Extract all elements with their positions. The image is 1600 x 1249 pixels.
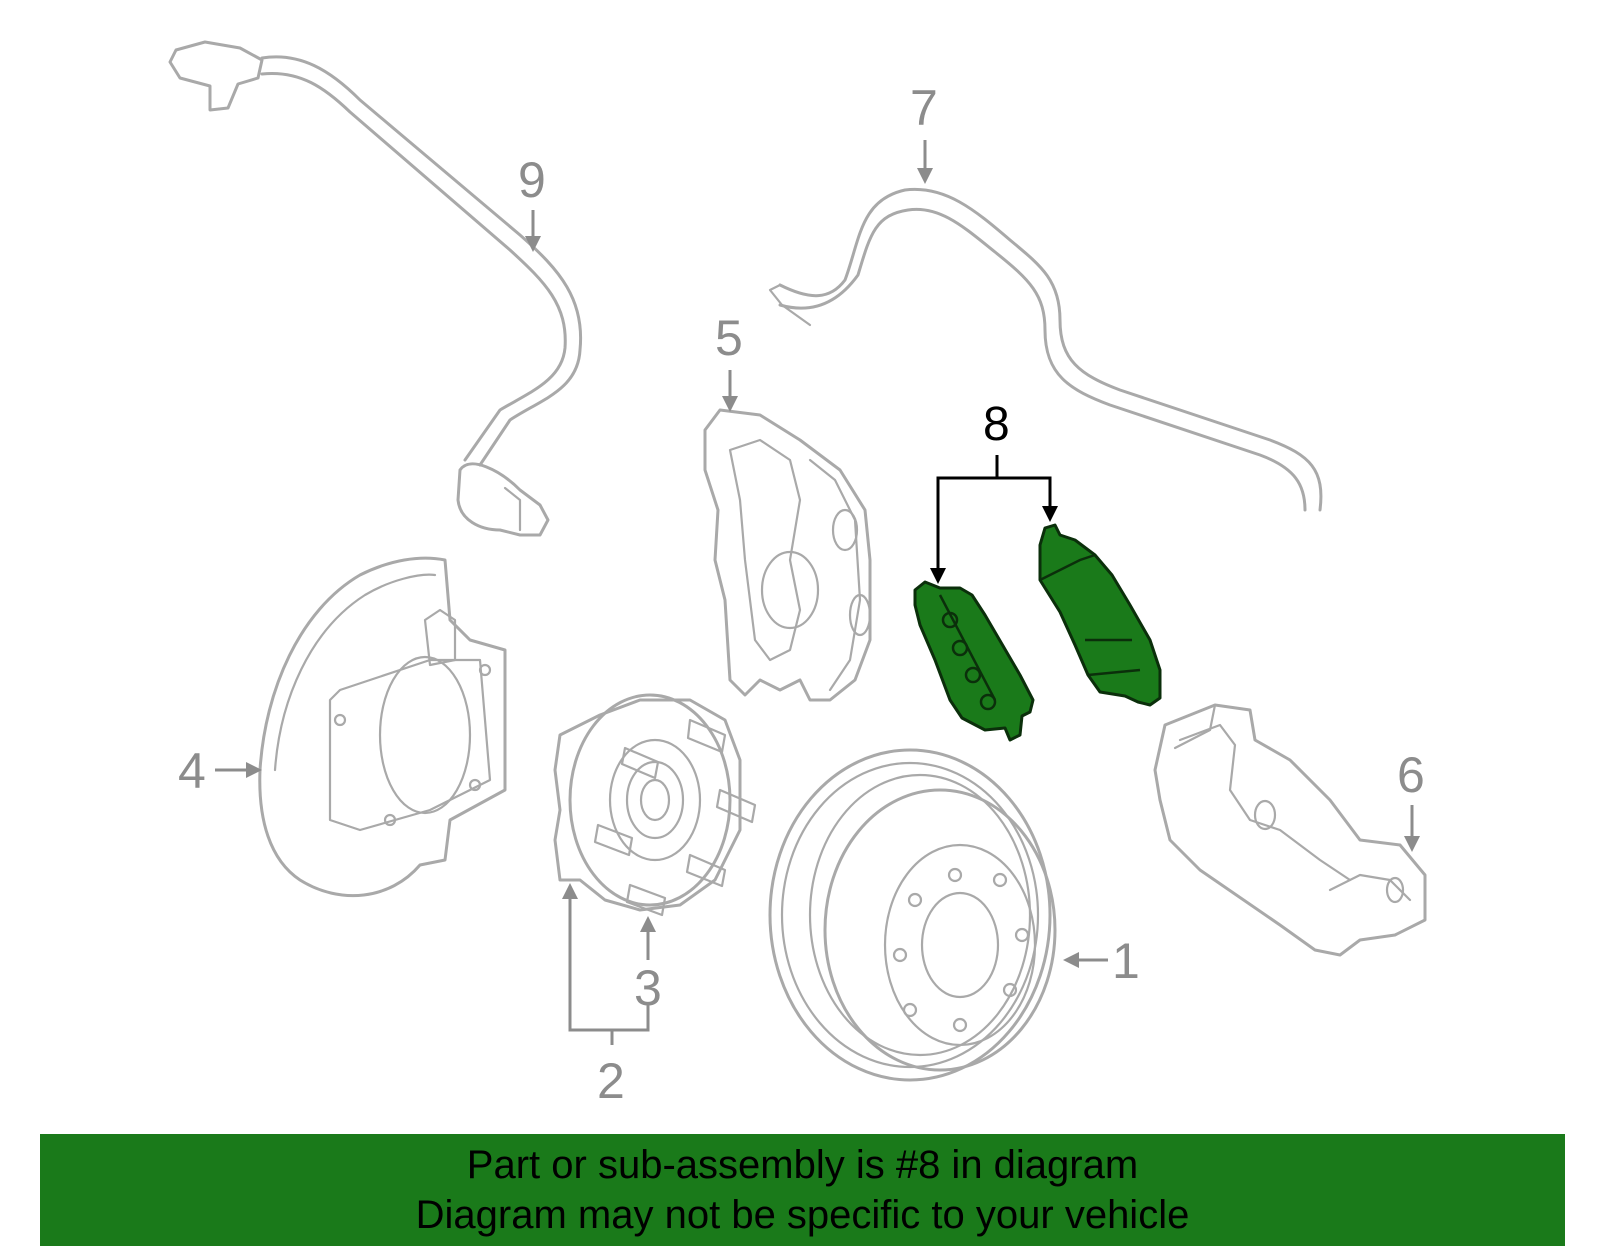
callout-labels: 9 7 5 4 6 1 3 2 8: [178, 80, 1425, 1109]
part-9-sensor-harness[interactable]: [168, 40, 583, 537]
part-8-brake-pads[interactable]: [913, 523, 1162, 742]
banner-line-2: Diagram may not be specific to your vehi…: [415, 1193, 1190, 1237]
info-banner: Part or sub-assembly is #8 in diagram Di…: [40, 1134, 1565, 1246]
part-7-brake-hose[interactable]: [768, 187, 1323, 512]
callout-3: 3: [634, 960, 662, 1016]
part-3-hub-bearing[interactable]: [553, 693, 757, 917]
callout-1: 1: [1112, 933, 1140, 989]
callout-9: 9: [518, 152, 546, 208]
callout-2: 2: [597, 1053, 625, 1109]
part-5-caliper[interactable]: [703, 408, 872, 702]
callout-8: 8: [983, 398, 1010, 451]
leader-lines: [215, 140, 1420, 1045]
part-4-splash-shield[interactable]: [258, 556, 507, 898]
part-6-caliper-bracket[interactable]: [1153, 703, 1427, 957]
callout-7: 7: [910, 80, 938, 136]
callout-6: 6: [1397, 747, 1425, 803]
banner-line-1: Part or sub-assembly is #8 in diagram: [466, 1143, 1139, 1187]
callout-5: 5: [715, 310, 743, 366]
brake-pad-outer[interactable]: [1038, 523, 1162, 707]
part-1-rotor[interactable]: [768, 748, 1057, 1082]
callout-4: 4: [178, 743, 206, 799]
